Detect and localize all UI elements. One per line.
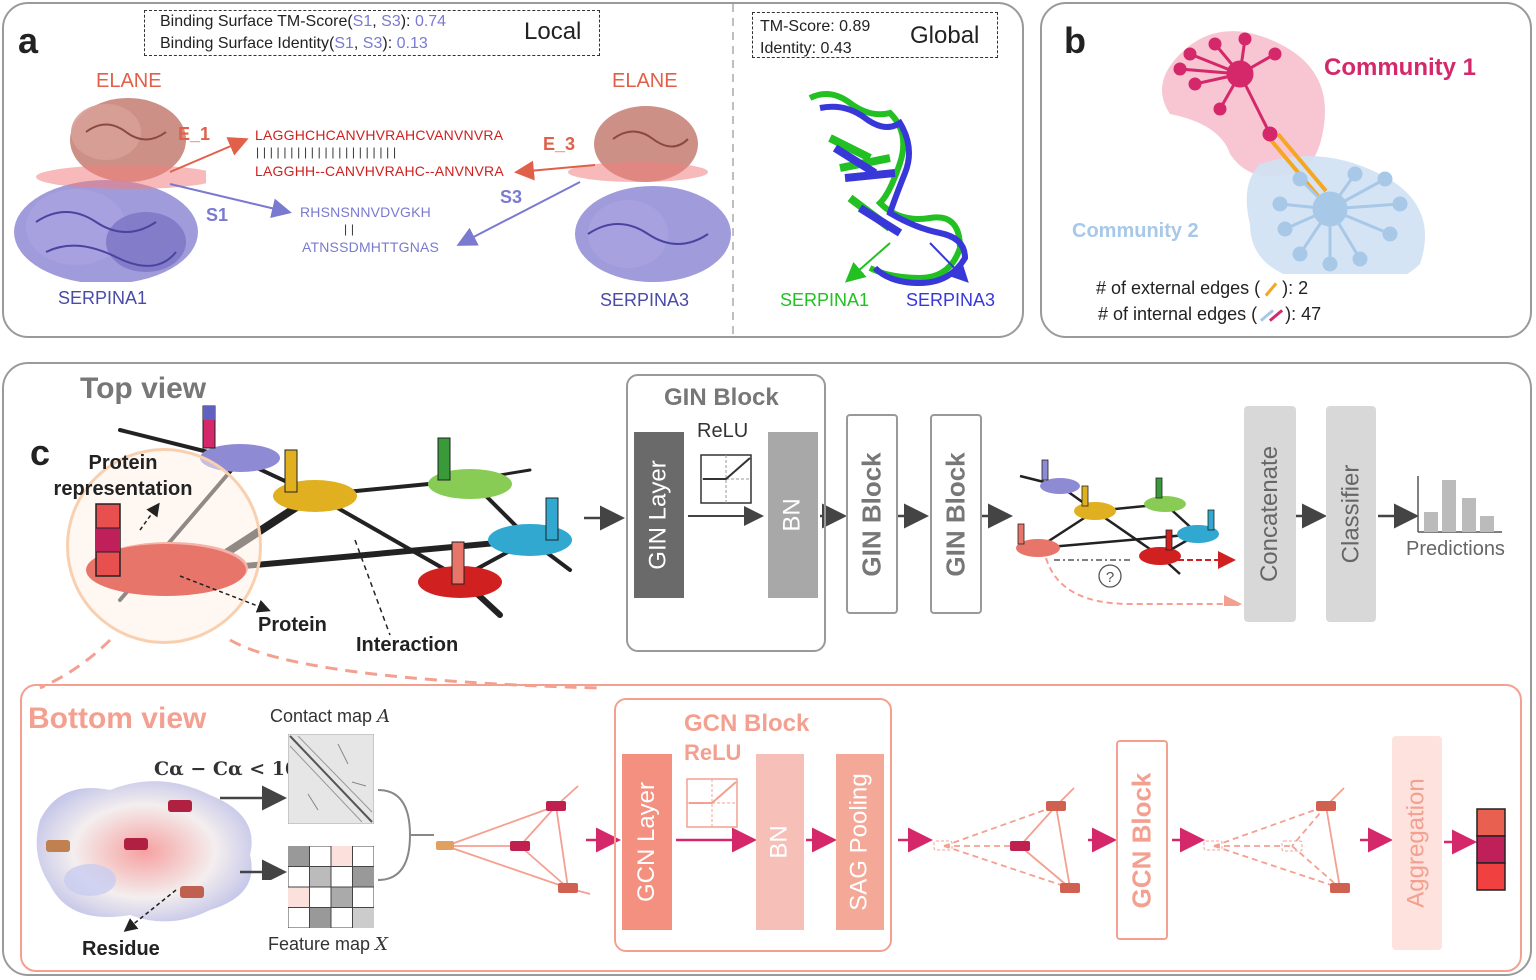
protein-representation-label: Protein representation [53, 452, 193, 500]
top-view-title: Top view [80, 372, 207, 405]
serpina1-global-label: SERPINA1 [780, 290, 870, 310]
s1-label: S1 [206, 205, 229, 225]
predictions-histogram-icon [1417, 476, 1502, 533]
right-protein-complex [568, 106, 731, 282]
community-graph [1162, 31, 1425, 274]
gin-relu-icon [700, 454, 752, 504]
internal-edges-text: # of internal edges ( ): 47 [1098, 304, 1322, 324]
serpina1-left-label: SERPINA1 [58, 288, 148, 308]
bottom-view-container [20, 684, 1522, 972]
gcn-relu-label: ReLU [684, 740, 742, 765]
global-superposed-structure [808, 91, 969, 287]
interaction-label: Interaction [356, 634, 459, 656]
global-tag: Global [910, 22, 980, 49]
gin-block-3-box: GIN Block [930, 414, 982, 614]
seq-elane-match: | | | | | | | | | | | | | | | | | | | | … [256, 145, 397, 159]
gcn-relu-icon [686, 778, 738, 828]
gcn-bn-box: BN [756, 754, 804, 930]
zoom-connectors [39, 638, 601, 690]
community1-label: Community 1 [1324, 54, 1477, 81]
bottom-view-title: Bottom view [28, 702, 207, 735]
e1-label: E_1 [178, 124, 211, 144]
e3-label: E_3 [543, 134, 576, 154]
question-mark: ? [1106, 569, 1114, 586]
gin-block-2-box: GIN Block [846, 414, 898, 614]
left-protein-complex [14, 98, 206, 282]
classifier-box: Classifier [1326, 406, 1376, 622]
local-tag: Local [524, 18, 582, 45]
gin-block-container [626, 374, 826, 652]
panel-b-label: b [1064, 20, 1086, 61]
gin-relu-label: ReLU [697, 420, 749, 442]
seq-serpin-top: RHSNSNNVDVGKH [300, 204, 431, 220]
aggregation-box: Aggregation [1392, 736, 1442, 950]
global-identity: Identity: 0.43 [760, 40, 852, 57]
elane-left-label: ELANE [96, 70, 162, 92]
gin-block-title: GIN Block [664, 384, 779, 411]
small-ppi-graph: ? [1016, 459, 1242, 606]
gcn-block-title: GCN Block [684, 710, 810, 737]
external-edges-text: # of external edges (): 2 [1096, 278, 1309, 298]
local-identity-line: Binding Surface Identity(S1, S3): 0.13 [160, 35, 428, 52]
residue-label: Residue [82, 938, 160, 960]
gcn-layer-box: GCN Layer [622, 754, 672, 930]
gin-layer-box: GIN Layer [634, 432, 684, 598]
protein-node-highlight [86, 503, 246, 596]
feature-map-grid [288, 846, 374, 928]
residue-arrow [123, 889, 177, 932]
contact-map-label: Contact map A [270, 706, 391, 727]
contact-map-image [288, 734, 374, 824]
panel-a-arrows [169, 137, 596, 246]
seq-elane-top: LAGGHCHCANVHVRAHCVANVNVRA [255, 127, 504, 143]
panel-c-label: c [30, 432, 51, 473]
serpina3-left-label: SERPINA3 [600, 290, 690, 310]
protein-embedding-vector [1476, 808, 1506, 891]
surface-to-maps-arrows [220, 785, 287, 880]
seq-serpin-bottom: ATNSSDMHTTGNAS [302, 239, 440, 255]
community2-label: Community 2 [1072, 220, 1199, 242]
concatenate-box: Concatenate [1244, 406, 1296, 622]
predictions-label: Predictions [1406, 538, 1505, 560]
feature-map-label: Feature map X [268, 934, 388, 955]
sag-pooling-box: SAG Pooling [836, 754, 884, 930]
protein-surface [36, 781, 252, 922]
local-metrics-box [144, 10, 600, 56]
global-metrics-box [752, 12, 998, 58]
gcn-block-container [614, 698, 892, 952]
merge-bracket [377, 789, 434, 881]
panel-a-label: a [18, 20, 39, 61]
elane-right-label: ELANE [612, 70, 678, 92]
protein-label: Protein [258, 614, 327, 636]
gcn-block-2-box: GCN Block [1116, 740, 1168, 940]
gin-bn-box: BN [768, 432, 818, 598]
top-view-annot-arrows [139, 502, 271, 613]
s3-label: S3 [500, 187, 523, 207]
local-tm-score-line: Binding Surface TM-Score(S1, S3): 0.74 [160, 13, 447, 30]
ca-formula: Cα − Cα < 10Å [154, 758, 313, 780]
seq-elane-bottom: LAGGHH--CANVHVRAHC--ANVNVRA [255, 163, 504, 179]
global-tm-score: TM-Score: 0.89 [760, 18, 871, 35]
serpina3-global-label: SERPINA3 [906, 290, 996, 310]
seq-serpin-match: | | [344, 222, 355, 236]
